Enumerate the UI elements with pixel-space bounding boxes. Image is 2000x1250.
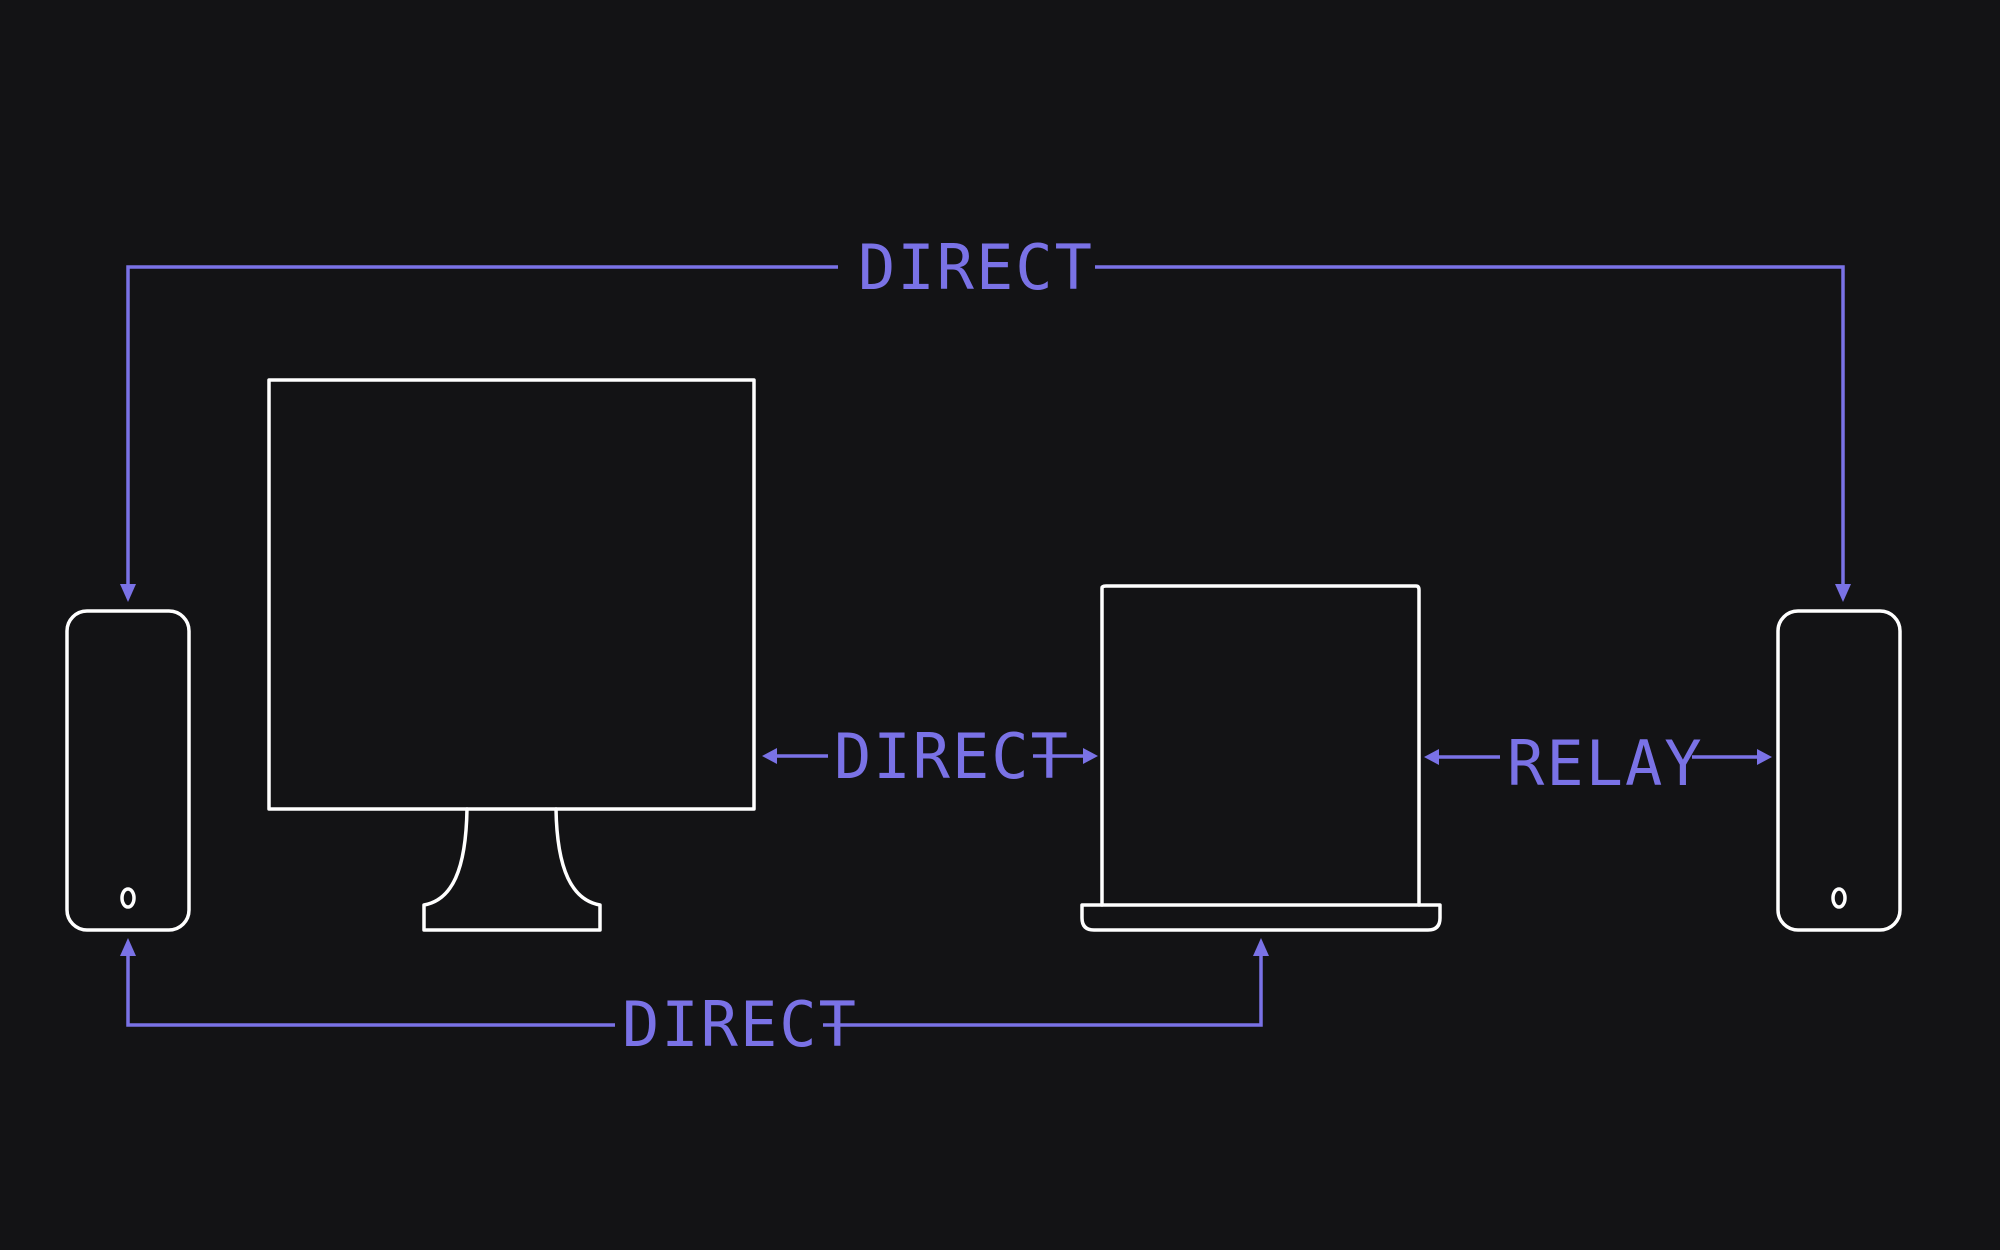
top-connector-left — [126, 265, 838, 588]
arrowhead-up-icon — [1253, 938, 1269, 956]
middle-direct-connection: DIRECT — [762, 720, 1098, 793]
arrowhead-right-icon — [1083, 748, 1098, 764]
bottom-connector-right — [823, 953, 1263, 1027]
laptop-icon — [1080, 584, 1442, 932]
middle-connection-label: DIRECT — [834, 720, 1070, 793]
relay-connection: RELAY — [1424, 727, 1772, 800]
bottom-connector-left — [126, 953, 615, 1027]
top-connection-label: DIRECT — [858, 231, 1094, 304]
phone-left-icon — [65, 609, 191, 932]
phone-right-icon — [1776, 609, 1902, 932]
arrowhead-up-icon — [120, 938, 136, 956]
arrowhead-down-icon — [120, 584, 136, 602]
relay-connection-label: RELAY — [1507, 727, 1704, 800]
arrowhead-down-icon — [1835, 584, 1851, 602]
arrowhead-right-icon — [1757, 749, 1772, 765]
arrowhead-left-icon — [1424, 749, 1439, 765]
top-direct-connection: DIRECT — [120, 231, 1851, 602]
bottom-connection-label: DIRECT — [622, 988, 858, 1061]
bottom-direct-connection: DIRECT — [120, 938, 1269, 1061]
arrowhead-left-icon — [762, 748, 777, 764]
desktop-monitor-icon — [267, 378, 756, 932]
top-connector-right — [1095, 265, 1845, 588]
